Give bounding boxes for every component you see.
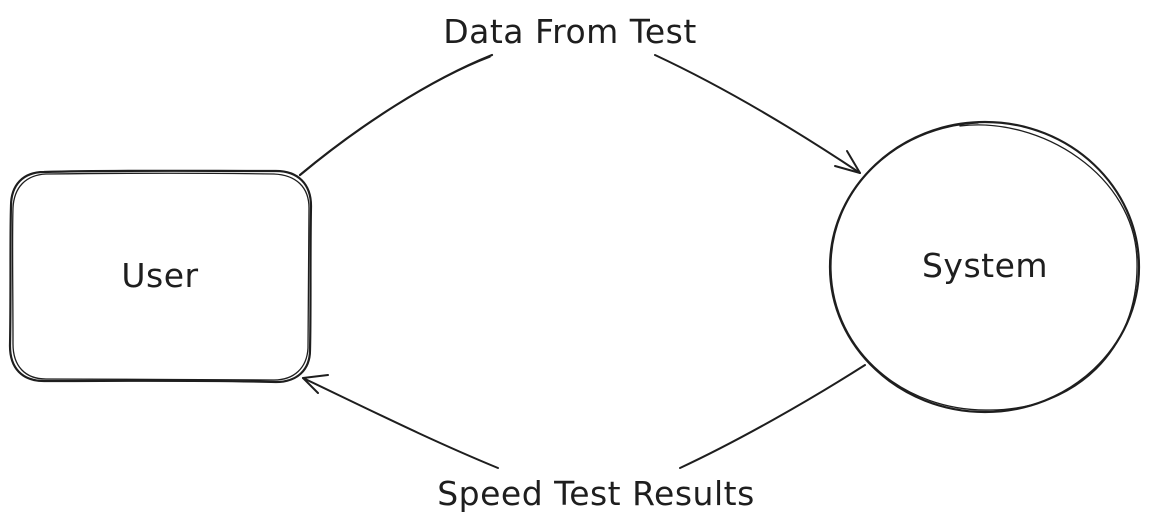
edge-bottom-right-segment bbox=[679, 364, 866, 469]
arrowhead-top bbox=[834, 150, 861, 174]
system-node[interactable]: System bbox=[828, 120, 1141, 414]
user-node[interactable]: User bbox=[8, 169, 313, 384]
arrowhead-bottom bbox=[302, 374, 329, 394]
edge-top-label: Data From Test bbox=[443, 12, 697, 51]
edge-bottom-label: Speed Test Results bbox=[437, 474, 755, 513]
edge-top-left-segment bbox=[298, 53, 494, 177]
edge-top-right-segment bbox=[654, 54, 861, 174]
user-label: User bbox=[121, 256, 198, 295]
edge-speed-test-results: Speed Test Results bbox=[302, 364, 866, 513]
system-label: System bbox=[922, 246, 1048, 285]
edge-bottom-left-segment bbox=[302, 377, 499, 469]
edge-data-from-test: Data From Test bbox=[298, 12, 861, 177]
